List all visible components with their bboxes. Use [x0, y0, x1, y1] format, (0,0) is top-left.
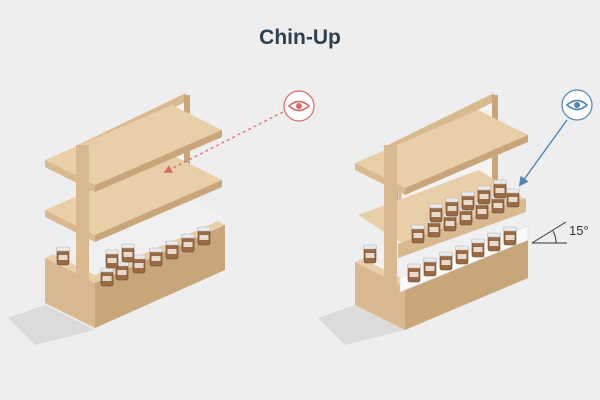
- page-title: Chin-Up: [259, 26, 341, 49]
- right-shelf-top: [355, 110, 528, 188]
- right-base-side: [405, 235, 528, 330]
- left-shelf-top-edge: [95, 130, 222, 192]
- right-shelf-unit: [318, 93, 529, 345]
- left-upright-front-face: [76, 145, 89, 310]
- right-shelf-top-edge: [405, 135, 528, 195]
- left-shadow: [8, 305, 95, 345]
- left-shelf-top: [45, 105, 222, 185]
- left-shelf-middle: [45, 155, 222, 235]
- right-upright-back: [492, 95, 498, 245]
- left-base-front: [45, 258, 95, 328]
- left-eye-icon-group: [283, 90, 315, 122]
- angle-indicator: [531, 221, 567, 244]
- left-shelf-middle-edge: [95, 180, 222, 242]
- right-shadow: [318, 305, 405, 345]
- right-header-top: [388, 93, 494, 152]
- left-sightline-arrow: [163, 111, 284, 173]
- right-sightline-arrow: [518, 119, 568, 187]
- left-shelf-unit: [8, 93, 225, 345]
- left-shelf-bottom: [45, 193, 225, 275]
- right-upright-front-face: [384, 145, 397, 315]
- right-eye-icon-group: [561, 89, 593, 121]
- angle-label: 15°: [569, 223, 589, 238]
